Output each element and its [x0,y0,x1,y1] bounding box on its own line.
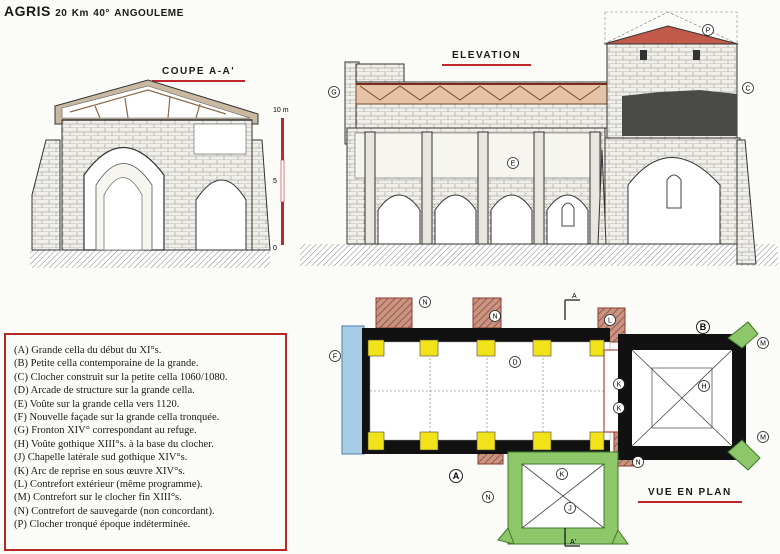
distance-unit: Km [71,8,89,19]
ground-left [30,250,270,268]
legend-item-h: (H) Voûte gothique XIII°s. à la base du … [14,438,214,450]
svg-text:B: B [700,322,707,332]
refuge-upper-storey [355,63,405,85]
plan-title: VUE EN PLAN [638,487,742,503]
svg-text:E: E [511,161,516,168]
site-header: AGRIS 20 Km 40° ANGOULEME [4,3,184,19]
svg-text:N: N [635,460,640,467]
callout-e: E [507,157,519,169]
scale-bar [280,118,285,245]
elevation-title: ELEVATION [441,50,532,66]
svg-text:C: C [745,86,750,93]
direction-value: 40° [93,8,110,19]
site-name: AGRIS [4,3,51,19]
callout-n-4: N [632,456,644,468]
svg-text:K: K [617,406,622,413]
ground-right [300,244,778,266]
floor-plan [341,297,761,547]
svg-text:L: L [608,318,612,325]
callout-g: G [328,86,340,98]
tower-shadow [622,90,737,136]
callout-j: J [564,502,576,514]
svg-text:G: G [331,90,336,97]
callout-h: H [698,380,710,392]
callout-b: B [696,320,710,334]
section-buttress-left [31,139,61,251]
scale-tick-10: 10 m [273,107,289,114]
legend-item-j: (J) Chapelle latérale sud gothique XIV°s… [14,452,188,464]
svg-text:K: K [560,472,565,479]
legend-item-m: (M) Contrefort sur le clocher fin XIII°s… [14,492,182,504]
callout-m-1: M [757,337,769,349]
elevation-view [300,11,778,266]
callout-d: D [509,356,521,368]
callouts: G P C E N N N N L B M M F D K K K H A J [328,24,769,514]
svg-text:D: D [512,360,517,367]
callout-m-2: M [757,431,769,443]
section-buttress-right [251,139,271,251]
legend-item-d: (D) Arcade de structure sur la grande ce… [14,385,195,397]
callout-n-1: N [419,296,431,308]
svg-text:H: H [701,384,706,391]
section-title: COUPE A-A' [151,66,246,82]
callout-k-1: K [613,378,625,390]
svg-text:A: A [453,471,460,481]
callout-a: A [449,469,463,483]
legend-item-b: (B) Petite cella contemporaine de la gra… [14,358,199,370]
legend-item-f: (F) Nouvelle façade sur la grande cella … [14,412,220,424]
legend-box: (A) Grande cella du début du XI°s. (B) P… [4,333,287,551]
scale-tick-0: 0 [273,245,277,252]
legend-item-k: (K) Arc de reprise en sous œuvre XIV°s. [14,465,185,477]
legend-item-a: (A) Grande cella du début du XI°s. [14,345,162,356]
svg-text:M: M [760,341,766,348]
town-name: ANGOULEME [114,8,184,19]
svg-text:N: N [422,300,427,307]
svg-text:K: K [617,382,622,389]
callout-n-3: N [482,491,494,503]
distance-value: 20 [55,8,68,19]
svg-text:N: N [492,314,497,321]
legend-item-l: (L) Contrefort extérieur (même programme… [14,479,203,491]
callout-n-2: N [489,310,501,322]
section-small-arch [195,179,247,251]
svg-text:F: F [333,354,337,361]
svg-text:J: J [568,506,572,513]
callout-k-3: K [556,468,568,480]
legend-item-n: (N) Contrefort de sauvegarde (non concor… [14,505,215,517]
svg-text:P: P [706,28,711,35]
legend-item-p: (P) Clocher tronqué époque indéterminée. [14,519,191,531]
callout-c: C [742,82,754,94]
west-facade-f [341,325,365,455]
legend-item-e: (E) Voûte sur la grande cella vers 1120. [14,398,180,410]
nave-north-wall [362,328,610,342]
section-marker-a: A [572,293,577,300]
callout-p: P [702,24,714,36]
svg-text:N: N [485,495,490,502]
callout-l: L [604,314,616,326]
legend-item-c: (C) Clocher construit sur la petite cell… [14,371,228,383]
svg-text:M: M [760,435,766,442]
callout-k-2: K [613,402,625,414]
scale-tick-5: 5 [273,178,277,185]
section-marker-a-prime: A' [570,539,576,546]
cross-section [30,79,271,268]
legend-item-g: (G) Fronton XIV° correspondant au refuge… [14,425,197,437]
callout-f: F [329,350,341,362]
